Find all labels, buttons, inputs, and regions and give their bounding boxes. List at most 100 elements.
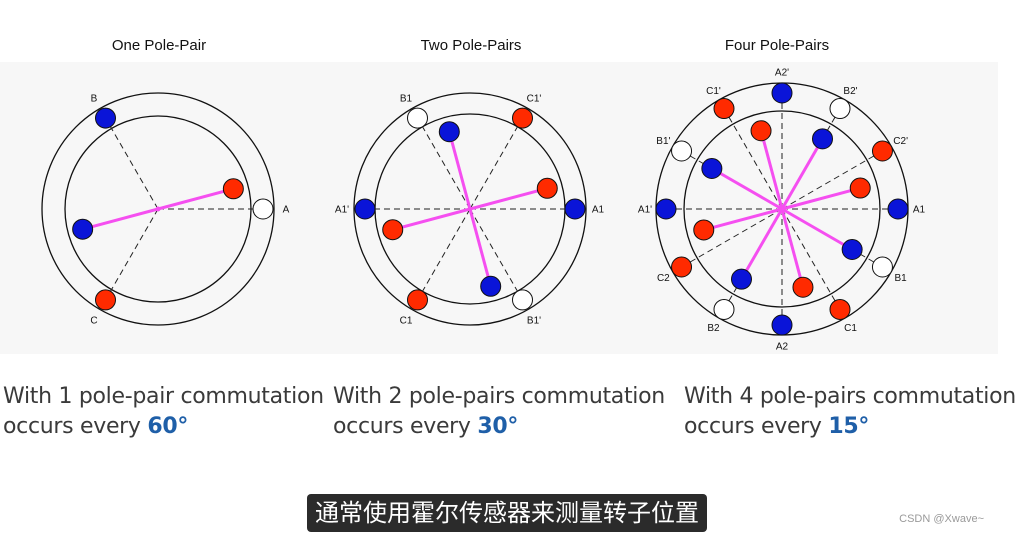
rotor-hub [467,206,473,212]
rotor-arm [392,207,471,232]
caption-line1: With 4 pole-pairs commutation [684,384,1016,409]
stator-label: A [283,205,290,216]
dashed-axis [110,126,159,210]
rotor-arm [447,131,472,210]
stator-label: C1' [706,86,721,97]
rotor-hub [779,206,785,212]
stator-label: C1' [527,94,542,105]
rotor-magnet-blue [841,239,863,260]
rotor-magnet-blue [72,218,94,240]
panel-title-one-pole-pair: One Pole-Pair [111,37,207,54]
rotor-magnet-red [750,120,772,142]
stator-label: A1 [592,205,605,216]
dashed-axis [781,155,875,210]
stator-pole-red [871,140,893,162]
rotor-arm [157,187,234,211]
rotor-magnet-blue [812,128,833,150]
stator-pole-white [407,107,428,129]
stator-label: B1' [656,136,670,147]
rotor-magnet-blue [731,268,752,290]
stator-label: C1 [844,323,857,334]
stator-pole-blue [771,82,793,104]
caption-prefix: occurs every [684,414,829,439]
caption-angle: 30° [477,414,519,439]
stator-pole-red [512,107,533,129]
rotor-arm [781,186,861,211]
rotor-magnet-blue [701,158,723,179]
stator-label: B1' [527,315,541,326]
caption-prefix: occurs every [3,414,148,439]
stator-pole-blue [354,198,376,220]
stator-label: B2' [843,86,857,97]
stator-pole-blue [95,107,116,129]
caption-line1: With 1 pole-pair commutation [3,384,324,409]
caption-one-pole-pair: With 1 pole-pair commutation occurs ever… [3,382,324,442]
stator-pole-blue [655,198,677,220]
stator-pole-red [713,98,735,120]
rotor-arm [780,208,805,288]
outer-ring [353,92,587,326]
stator-pole-red [671,256,693,278]
caption-angle: 60° [147,414,189,439]
rotor-magnet-red [222,178,244,200]
rotor-magnet-blue [438,121,460,143]
rotor-magnet-red [792,276,814,298]
caption-angle: 15° [828,414,870,439]
dashed-axis [469,126,518,210]
stator-label: B [91,94,98,105]
rotor-arm [780,138,824,210]
stator-label: A1' [335,205,349,216]
caption-line2: occurs every 60° [3,412,324,442]
stator-label: A1 [913,205,926,216]
rotor-arm [82,207,159,231]
caption-four-pole-pairs: With 4 pole-pairs commutation occurs eve… [684,382,1016,442]
dashed-axis [728,116,783,210]
dashed-axis [689,208,783,263]
stator-label: C2' [893,136,908,147]
dashed-axis [422,208,471,292]
rotor-magnet-red [693,219,715,241]
rotor-arm [468,208,493,287]
dashed-axis [781,208,836,302]
rotor-magnet-red [382,219,404,241]
stator-pole-white [829,98,851,120]
rotor-magnet-red [536,177,558,199]
stator-pole-red [829,298,851,320]
caption-line2: occurs every 30° [333,412,665,442]
stator-pole-white [671,140,693,162]
rotor-magnet-blue [480,275,502,297]
stator-label: B2 [707,323,720,334]
video-subtitle: 通常使用霍尔传感器来测量转子位置 [307,494,707,532]
stator-pole-white [252,198,274,220]
stator-label: A2' [775,68,789,79]
dashed-axis [422,126,471,210]
rotor-arm [740,208,784,280]
dashed-axis [469,208,518,292]
stator-pole-blue [564,198,586,220]
stator-label: A2 [776,342,789,353]
outer-ring [41,92,275,326]
stator-label: C2 [657,273,670,284]
stator-pole-white [871,256,893,278]
stator-pole-blue [887,198,909,220]
caption-line1: With 2 pole-pairs commutation [333,384,665,409]
caption-two-pole-pairs: With 2 pole-pairs commutation occurs eve… [333,382,665,442]
rotor-magnet-red [849,177,871,199]
stator-label: B1 [400,94,413,105]
rotor-hub [155,206,161,212]
stator-pole-blue [771,314,793,336]
stator-label: B1 [895,273,908,284]
stator-pole-red [407,289,428,311]
stator-label: A1' [638,205,652,216]
inner-ring [683,110,881,308]
stator-pole-white [512,289,533,311]
rotor-arm [781,207,853,251]
stator-label: C [90,315,97,326]
stator-pole-white [713,298,735,320]
rotor-arm [759,130,784,210]
stator-pole-red [95,289,116,311]
rotor-arm [703,207,783,232]
caption-line2: occurs every 15° [684,412,1016,442]
stator-label: C1 [400,315,413,326]
